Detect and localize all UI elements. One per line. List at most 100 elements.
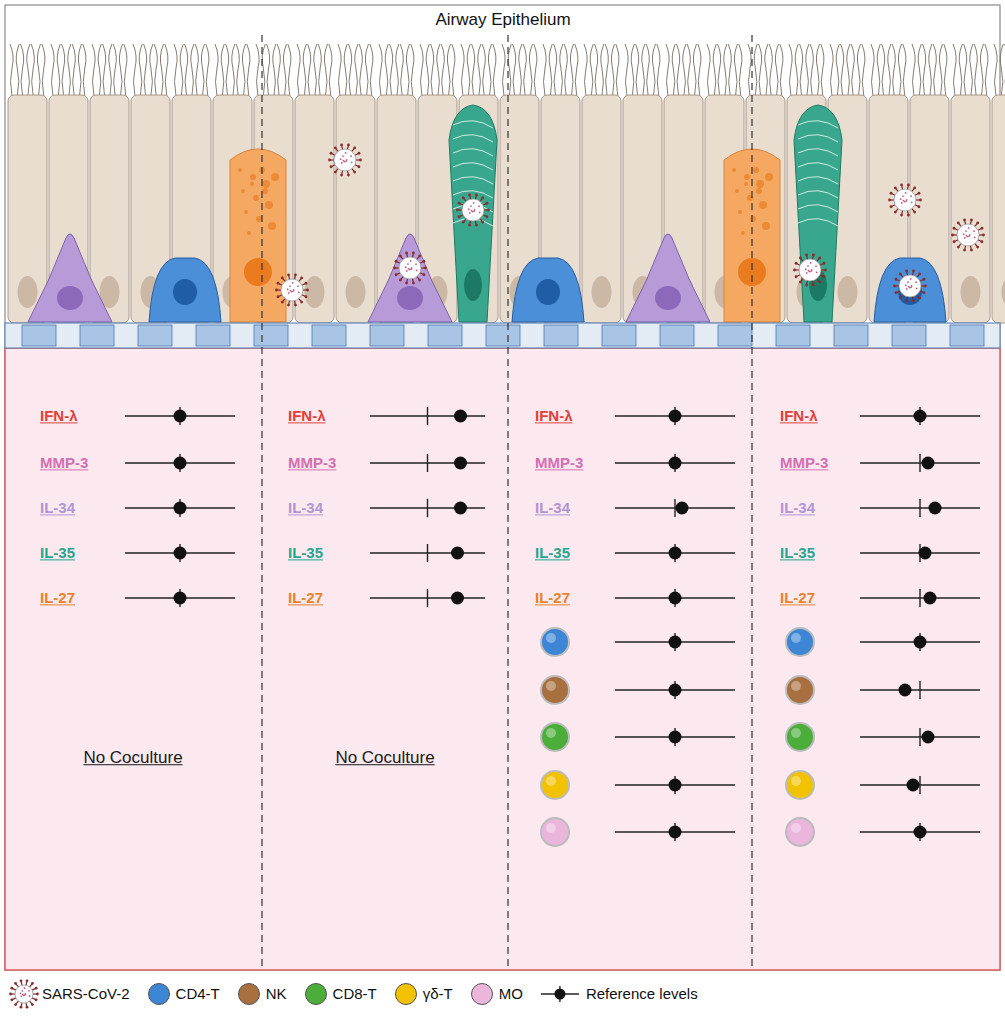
ciliated-cell (951, 44, 990, 323)
cilium (959, 44, 962, 96)
level-dot (669, 731, 682, 744)
cilium (160, 44, 163, 96)
cilium (903, 44, 906, 96)
level-dot (451, 592, 464, 605)
cytokine-label: IL-35 (288, 544, 323, 561)
legend-swatch (148, 983, 170, 1005)
cilium (297, 44, 300, 96)
cilium (616, 44, 619, 96)
nucleus (464, 269, 482, 301)
cilium (42, 44, 45, 96)
cilium (283, 44, 286, 96)
level-dot (174, 547, 187, 560)
ciliated-cell (90, 44, 129, 323)
cytokine-label: IL-27 (780, 589, 815, 606)
cilium (652, 44, 655, 96)
filament (798, 163, 838, 170)
goblet-cell (230, 149, 286, 322)
cilium (657, 44, 660, 96)
cilium (677, 44, 680, 96)
cilium (964, 44, 967, 96)
cilium (437, 44, 440, 96)
cilium (724, 44, 727, 96)
cilium (830, 44, 833, 96)
granule (756, 188, 762, 194)
cilium (139, 44, 142, 96)
cilium (748, 44, 751, 96)
cilium (329, 44, 332, 96)
granule (750, 216, 756, 222)
cilium (605, 44, 608, 96)
legend-swatch (238, 983, 260, 1005)
cilium (636, 44, 639, 96)
cilium (400, 44, 403, 96)
tissue-region (5, 348, 1000, 970)
granule (253, 195, 259, 201)
cytokine-label: IL-35 (535, 544, 570, 561)
cell-body (28, 234, 112, 322)
granule (271, 173, 279, 181)
cell-body (8, 95, 47, 323)
granule (762, 222, 770, 230)
cilium (124, 44, 127, 96)
cilium (789, 44, 792, 96)
cilium (994, 44, 997, 96)
cilium (513, 44, 516, 96)
cell-body (368, 234, 452, 322)
cilium (713, 44, 716, 96)
level-dot (454, 457, 467, 470)
virus (888, 183, 922, 216)
immune-cell-icon (541, 676, 569, 704)
cilium (912, 44, 915, 96)
cell-body (794, 105, 842, 322)
cytokine-label: IFN-λ (780, 407, 818, 424)
level-dot (914, 636, 927, 649)
reference-tick (427, 544, 428, 562)
cilium (666, 44, 669, 96)
granule (732, 168, 736, 172)
reference-tick (427, 499, 428, 517)
cilium (441, 44, 444, 96)
cilium (488, 44, 491, 96)
filament (798, 205, 838, 212)
immune-cell-icon (786, 676, 814, 704)
filament (798, 149, 838, 156)
cilium (109, 44, 112, 96)
cilium (944, 44, 947, 96)
cilium (683, 44, 686, 96)
cilium (303, 44, 306, 96)
cilium (247, 44, 250, 96)
cilium (83, 44, 86, 96)
cilium (103, 44, 106, 96)
cilium (370, 44, 373, 96)
cilium (68, 44, 71, 96)
cilium (769, 44, 772, 96)
cilium (365, 44, 368, 96)
legend-swatch (305, 983, 327, 1005)
cilium (344, 44, 347, 96)
granule (759, 201, 767, 209)
virus (793, 253, 827, 286)
club-cell (149, 258, 221, 322)
cilium (851, 44, 854, 96)
granule (238, 168, 242, 172)
cilium (554, 44, 557, 96)
outer-frame (5, 5, 1000, 970)
reference-tick (674, 499, 675, 517)
tuft-cell (449, 105, 497, 322)
ciliated-cell (336, 44, 375, 323)
level-dot (914, 410, 927, 423)
cilium (262, 44, 265, 96)
cilium (857, 44, 860, 96)
cilium (871, 44, 874, 96)
granule (753, 167, 759, 173)
cilium (57, 44, 60, 96)
cilium (420, 44, 423, 96)
granule (756, 180, 764, 188)
cilium (970, 44, 973, 96)
filament (453, 163, 493, 170)
level-dot (919, 547, 932, 560)
level-dot (454, 502, 467, 515)
granule (250, 182, 254, 186)
level-dot (174, 457, 187, 470)
